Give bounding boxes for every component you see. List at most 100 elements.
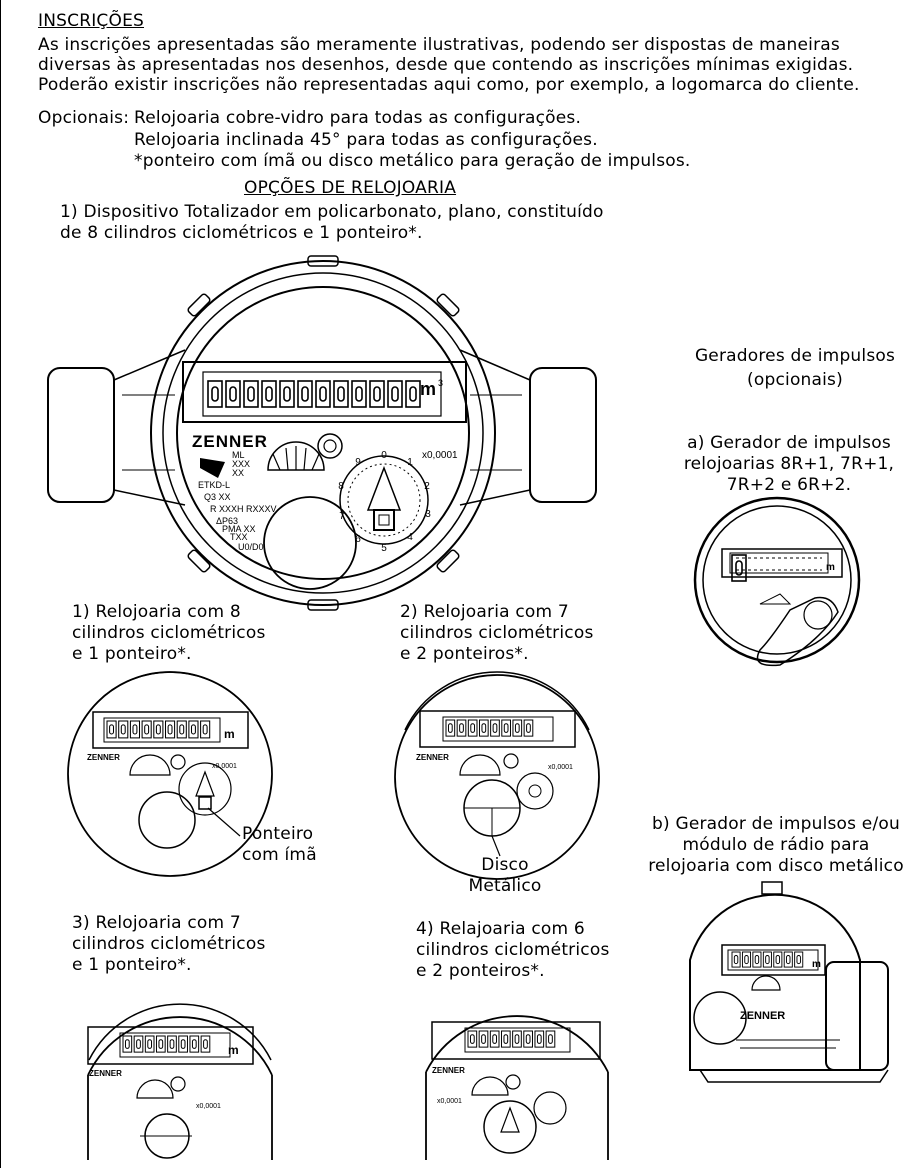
main-meter-left-pipe xyxy=(47,367,115,503)
main-meter xyxy=(47,255,597,611)
svg-text:PMA XX: PMA XX xyxy=(222,524,256,534)
option-1-label-3: e 1 ponteiro*. xyxy=(72,644,192,664)
svg-text:3: 3 xyxy=(425,509,431,520)
inscricoes-line-1: As inscrições apresentadas são meramente… xyxy=(38,35,840,55)
option-1-unit: m xyxy=(224,727,235,741)
main-meter-logo-mark xyxy=(200,458,225,478)
option-2-multiplier: x0,0001 xyxy=(548,764,573,771)
svg-text:TXX: TXX xyxy=(230,532,248,542)
inscricoes-title: INSCRIÇÕES xyxy=(38,11,145,31)
left-border-line xyxy=(0,0,1,1168)
option-4-rollers xyxy=(467,1030,556,1048)
option-1-rollers xyxy=(106,720,211,739)
main-meter-inscriptions: ML XXX XX ETKD-L Q3 XX R XXXH RXXXV ΔP63… xyxy=(198,450,277,552)
inscricoes-line-3: Poderão existir inscrições não represent… xyxy=(38,75,860,95)
callout-disco-2: Metálico xyxy=(468,876,542,896)
generators-title-2: (opcionais) xyxy=(747,370,843,390)
option-3-multiplier: x0,0001 xyxy=(196,1103,221,1110)
generator-a-unit: m xyxy=(826,562,835,573)
option-3-label-1: 3) Relojoaria com 7 xyxy=(72,913,241,933)
generator-b-drawing xyxy=(689,881,889,1083)
callout-disco-1: Disco xyxy=(481,855,529,875)
section-intro-2: de 8 cilindros ciclométricos e 1 ponteir… xyxy=(60,223,423,243)
option-2-label-1: 2) Relojoaria com 7 xyxy=(400,602,569,622)
generator-a-label-1: a) Gerador de impulsos xyxy=(687,433,891,453)
section-title: OPÇÕES DE RELOJOARIA xyxy=(244,178,457,198)
svg-text:ETKD-L: ETKD-L xyxy=(198,480,230,490)
svg-text:6: 6 xyxy=(355,534,361,545)
svg-text:0: 0 xyxy=(381,450,387,461)
option-2-drawing xyxy=(394,671,600,880)
main-meter-check-dial xyxy=(317,433,343,459)
option-1-multiplier: x0,0001 xyxy=(212,763,237,770)
svg-text:R XXXH RXXXV: R XXXH RXXXV xyxy=(210,504,277,514)
svg-text:Q3 XX: Q3 XX xyxy=(204,492,231,502)
main-meter-magnet-area xyxy=(263,496,357,590)
option-3-label-2: cilindros ciclométricos xyxy=(72,934,266,954)
svg-text:7: 7 xyxy=(339,511,345,522)
svg-text:XXX: XXX xyxy=(232,459,250,469)
option-4-drawing xyxy=(425,1015,609,1160)
option-4-brand: ZENNER xyxy=(432,1066,465,1075)
svg-text:9: 9 xyxy=(355,457,361,468)
option-3-drawing xyxy=(87,1003,273,1160)
main-meter-roller-window xyxy=(182,361,467,423)
svg-text:XX: XX xyxy=(232,468,244,478)
optional-item-1: Relojoaria cobre-vidro para todas as con… xyxy=(134,108,582,128)
option-3-brand: ZENNER xyxy=(89,1069,122,1078)
main-meter-outer-bezel xyxy=(150,260,496,606)
option-3-unit: m xyxy=(228,1043,239,1057)
option-1-brand: ZENNER xyxy=(87,753,120,762)
option-1-drawing xyxy=(67,671,273,877)
option-2-label-3: e 2 ponteiros*. xyxy=(400,644,529,664)
main-meter-unit: m xyxy=(420,379,436,399)
option-4-label-3: e 2 ponteiros*. xyxy=(416,961,545,981)
main-meter-multiplier: x0,0001 xyxy=(422,450,458,461)
generator-a-label-3: 7R+2 e 6R+2. xyxy=(726,475,852,495)
main-meter-unit-exp: 3 xyxy=(438,378,443,388)
svg-text:2: 2 xyxy=(424,481,430,492)
main-meter-pointer xyxy=(366,465,402,511)
generators-title-1: Geradores de impulsos xyxy=(694,346,896,366)
generator-a-label-2: relojoarias 8R+1, 7R+1, xyxy=(683,454,895,474)
generator-b-unit: m xyxy=(812,959,821,970)
callout-ponteiro-1: Ponteiro xyxy=(242,824,314,844)
option-1-label-1: 1) Relojoaria com 8 xyxy=(72,602,241,622)
generator-b-brand: ZENNER xyxy=(740,1010,785,1022)
main-meter-pointer-dial xyxy=(339,455,429,545)
svg-text:5: 5 xyxy=(381,543,387,554)
svg-text:8: 8 xyxy=(338,481,344,492)
optionals-label: Opcionais: xyxy=(38,108,130,128)
main-meter-dial-numbers: 0 1 2 3 4 5 6 7 8 9 xyxy=(338,450,431,554)
generator-b-label-3: relojoaria com disco metálico xyxy=(648,856,904,876)
option-4-label-1: 4) Relajoaria com 6 xyxy=(416,919,585,939)
option-4-label-2: cilindros ciclométricos xyxy=(416,940,610,960)
svg-text:ΔP63: ΔP63 xyxy=(216,516,238,526)
option-3-rollers xyxy=(122,1035,211,1053)
optional-item-2: Relojoaria inclinada 45° para todas as c… xyxy=(134,130,598,150)
option-4-multiplier: x0,0001 xyxy=(437,1098,462,1105)
option-1-label-2: cilindros ciclométricos xyxy=(72,623,266,643)
svg-text:1: 1 xyxy=(407,457,413,468)
inscricoes-line-2: diversas às apresentadas nos desenhos, d… xyxy=(38,55,854,75)
generator-b-label-2: módulo de rádio para xyxy=(682,835,870,855)
option-2-brand: ZENNER xyxy=(416,753,449,762)
svg-text:ML: ML xyxy=(232,450,245,460)
generator-b-rollers xyxy=(731,951,804,968)
option-3-label-3: e 1 ponteiro*. xyxy=(72,955,192,975)
main-meter-rollers xyxy=(207,380,421,408)
main-meter-brand: ZENNER xyxy=(192,432,268,451)
section-intro-1: 1) Dispositivo Totalizador em policarbon… xyxy=(60,202,604,222)
generator-b-label-1: b) Gerador de impulsos e/ou xyxy=(652,814,900,834)
option-2-rollers xyxy=(445,719,534,737)
optional-item-3: *ponteiro com ímã ou disco metálico para… xyxy=(134,151,691,171)
main-meter-star-wheel xyxy=(267,441,325,471)
callout-ponteiro-2: com ímã xyxy=(242,845,317,865)
main-meter-right-pipe xyxy=(529,367,597,503)
option-2-label-2: cilindros ciclométricos xyxy=(400,623,594,643)
svg-text:4: 4 xyxy=(407,532,413,543)
generator-a-drawing xyxy=(693,496,861,667)
svg-text:U0/D0: U0/D0 xyxy=(238,542,264,552)
